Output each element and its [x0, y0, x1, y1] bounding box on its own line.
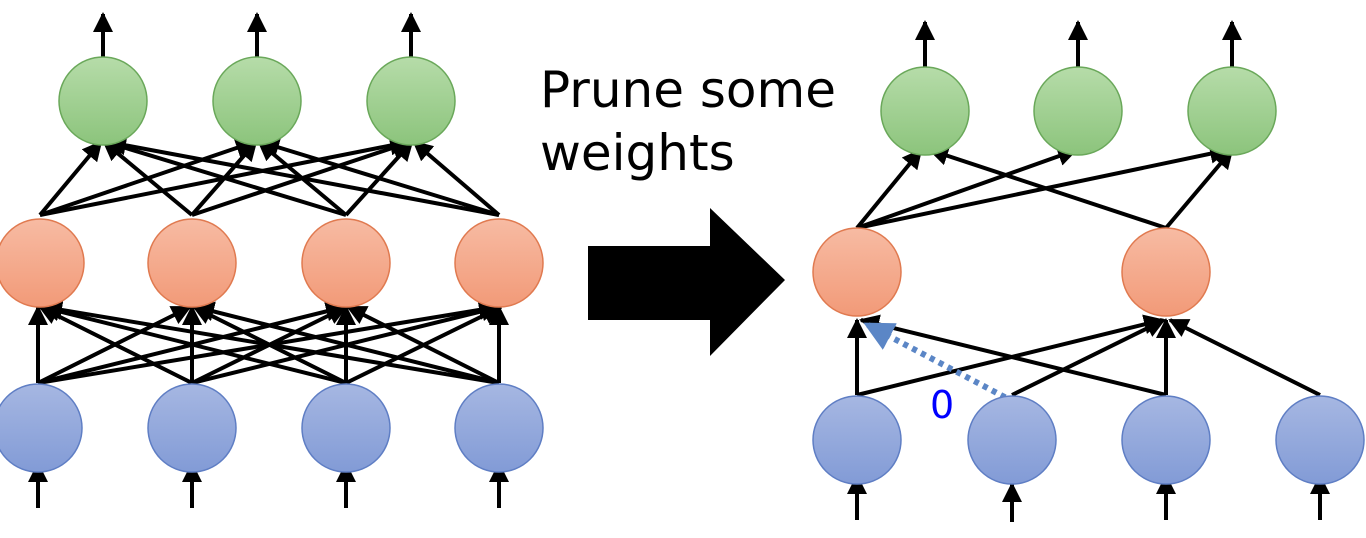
output-node [880, 66, 970, 156]
hidden-to-output-edges [38, 135, 501, 217]
hidden-node [147, 218, 237, 308]
right-arrow-icon [588, 208, 785, 356]
hidden-node [812, 227, 902, 317]
input-arrows [28, 462, 509, 508]
input-node [967, 395, 1057, 485]
input-node [1275, 395, 1365, 485]
input-node [1121, 395, 1211, 485]
output-nodes [880, 66, 1277, 156]
caption-line-1: Prune some [540, 61, 836, 119]
hidden-node [454, 218, 544, 308]
pruned-network: 0 [812, 20, 1365, 522]
output-node [212, 56, 302, 146]
hidden-to-output-edges [855, 143, 1234, 230]
input-node [147, 383, 237, 473]
input-to-hidden-edges [28, 300, 509, 385]
input-arrows [847, 474, 1330, 522]
output-node [1187, 66, 1277, 156]
original-network [0, 12, 544, 508]
output-node [366, 56, 456, 146]
caption-line-2: weights [540, 124, 735, 182]
input-node [454, 383, 544, 473]
pruned-weight-label: 0 [930, 383, 954, 427]
hidden-node [301, 218, 391, 308]
hidden-node [0, 218, 85, 308]
output-node [58, 56, 148, 146]
output-nodes [58, 56, 456, 146]
input-nodes [0, 383, 544, 473]
input-node [0, 383, 83, 473]
input-to-hidden-edges [847, 314, 1321, 397]
input-node [812, 395, 902, 485]
hidden-node [1121, 227, 1211, 317]
input-node [301, 383, 391, 473]
caption: Prune some weights [540, 61, 836, 182]
hidden-nodes [0, 218, 544, 308]
pruned-edge [863, 321, 1016, 405]
output-node [1033, 66, 1123, 156]
output-arrows [915, 20, 1242, 70]
output-arrows [93, 12, 421, 60]
hidden-nodes [812, 227, 1211, 317]
input-nodes [812, 395, 1365, 485]
